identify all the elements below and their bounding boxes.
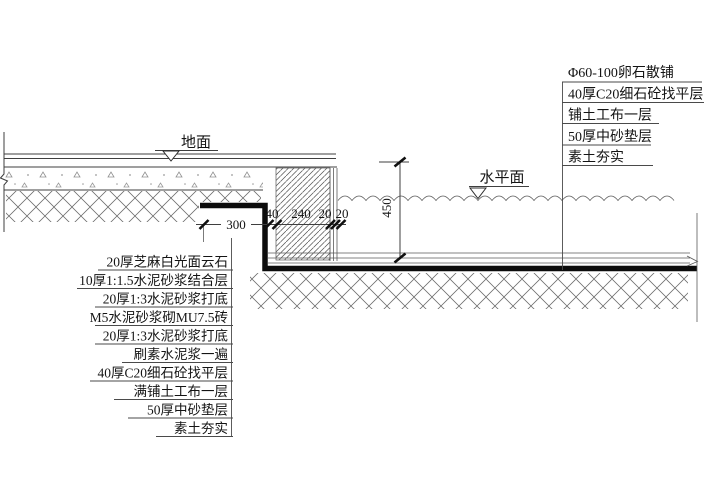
soil-hatch bbox=[6, 191, 199, 222]
dim-20-label: 20 bbox=[336, 206, 349, 221]
dim-tick bbox=[325, 219, 336, 230]
ground-level-label: 地面 bbox=[181, 134, 211, 151]
dim-300-label: 300 bbox=[226, 217, 246, 232]
left-callout-8: 50厚中砂垫层 bbox=[147, 403, 228, 418]
dim-40-label: 40 bbox=[266, 206, 279, 221]
dim-450-label: 450 bbox=[379, 198, 394, 218]
right-callout-1: 40厚C20细石砼找平层 bbox=[568, 87, 703, 103]
dim-tick bbox=[393, 252, 407, 264]
level-triangle-icon bbox=[161, 150, 181, 162]
dim-tick bbox=[330, 219, 341, 230]
floor-leader-arrow-icon bbox=[686, 255, 699, 267]
water-surface: 水平面 bbox=[337, 169, 675, 202]
right-callout-4: 素土夯实 bbox=[568, 150, 624, 166]
right-callout-3: 50厚中砂垫层 bbox=[568, 129, 652, 145]
pool-wall bbox=[275, 167, 338, 261]
left-callout-6: 40厚C20细石砼找平层 bbox=[97, 366, 228, 381]
left-callout-2: 20厚1:3水泥砂浆打底 bbox=[103, 291, 228, 307]
coping-stone-outline bbox=[200, 202, 697, 272]
dim-tick bbox=[393, 156, 407, 168]
brick-wall-hatch bbox=[275, 167, 331, 261]
left-callout-5: 刷素水泥浆一遍 bbox=[134, 347, 229, 362]
left-callout-7: 满铺土工布一层 bbox=[134, 384, 229, 399]
dim-20-label: 20 bbox=[319, 206, 332, 221]
right-callout-2: 铺土工布一层 bbox=[568, 108, 652, 124]
left-callout-9: 素土夯实 bbox=[174, 421, 228, 436]
left-callout-list: 20厚芝麻白光面云石 10厚1:1.5水泥砂浆结合层 20厚1:3水泥砂浆打底 … bbox=[77, 238, 233, 437]
soil-hatch bbox=[199, 191, 261, 202]
ground-section bbox=[0, 132, 337, 232]
soil-hatch bbox=[250, 273, 688, 309]
dim-tick bbox=[271, 219, 283, 230]
dimension-vertical: 450 bbox=[379, 156, 409, 264]
left-callout-3: M5水泥砂浆砌MU7.5砖 bbox=[90, 310, 228, 325]
water-level-marker: 水平面 bbox=[468, 169, 529, 200]
dimension-horizontal: 300 40 240 20 20 bbox=[196, 206, 349, 242]
ground-level-marker: 地面 bbox=[155, 134, 218, 162]
right-callout-list: Φ60-100卵石散铺 40厚C20细石砼找平层 铺土工布一层 50厚中砂垫层 … bbox=[562, 65, 704, 270]
left-callout-0: 20厚芝麻白光面云石 bbox=[107, 255, 229, 270]
concrete-layer-hatch bbox=[4, 167, 263, 190]
dim-tick bbox=[335, 219, 347, 230]
pool-floor bbox=[250, 213, 699, 322]
left-callout-4: 20厚1:3水泥砂浆打底 bbox=[103, 328, 228, 344]
dim-240-label: 240 bbox=[291, 206, 311, 221]
right-callout-0: Φ60-100卵石散铺 bbox=[568, 65, 674, 81]
water-level-label: 水平面 bbox=[479, 169, 524, 186]
dim-tick bbox=[263, 219, 275, 230]
left-callout-1: 10厚1:1.5水泥砂浆结合层 bbox=[79, 273, 228, 288]
water-wave-line bbox=[337, 195, 675, 202]
level-triangle-icon bbox=[468, 187, 488, 200]
dim-tick bbox=[198, 219, 210, 230]
